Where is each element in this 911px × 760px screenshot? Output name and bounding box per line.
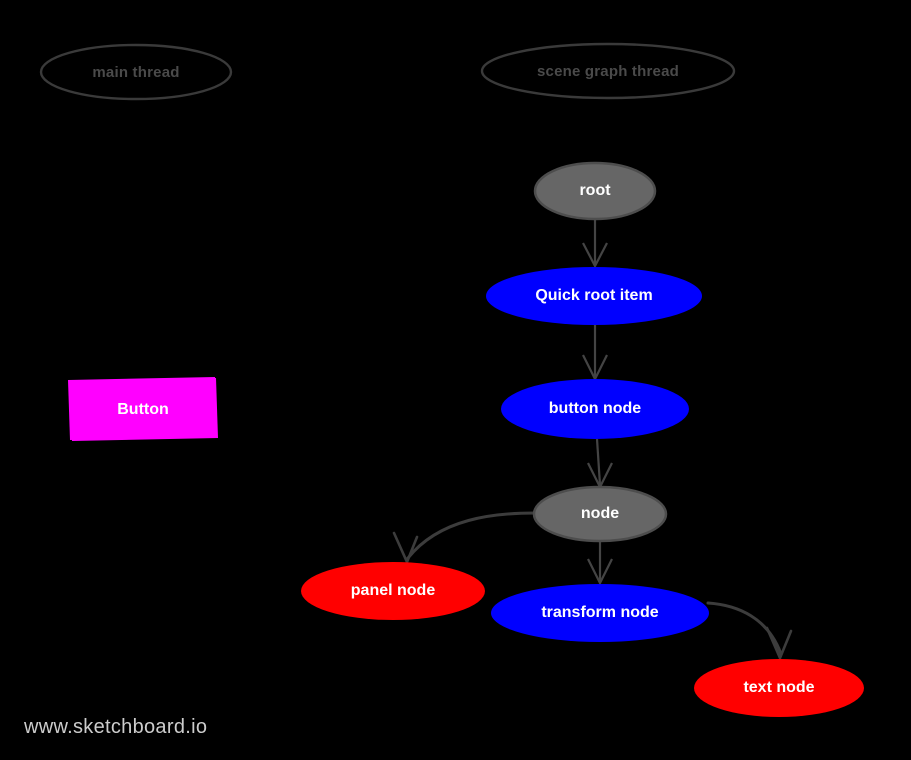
edge-button-node-to-node[interactable] [587, 438, 613, 490]
node-shape-transform-node[interactable] [491, 584, 709, 642]
node-shape-node[interactable] [532, 485, 668, 543]
lane-ellipse-main-thread[interactable] [39, 43, 233, 101]
edge-root-to-quick-root-item[interactable] [582, 219, 608, 269]
watermark: www.sketchboard.io [24, 716, 208, 738]
node-shape-button-node[interactable] [501, 379, 689, 439]
edge-transform-node-to-text-node[interactable] [706, 601, 793, 662]
edge-quick-root-item-to-button-node[interactable] [582, 325, 608, 382]
edge-node-to-transform-node[interactable] [587, 541, 613, 586]
node-shape-root[interactable] [533, 161, 657, 221]
edge-node-to-panel-node[interactable] [392, 511, 537, 566]
lane-ellipse-scene-graph-thread[interactable] [480, 42, 736, 100]
node-shape-panel-node[interactable] [301, 562, 485, 620]
node-shape-quick-root-item[interactable] [486, 267, 702, 325]
node-shape-button[interactable] [68, 377, 218, 441]
node-shape-text-node[interactable] [694, 659, 864, 717]
